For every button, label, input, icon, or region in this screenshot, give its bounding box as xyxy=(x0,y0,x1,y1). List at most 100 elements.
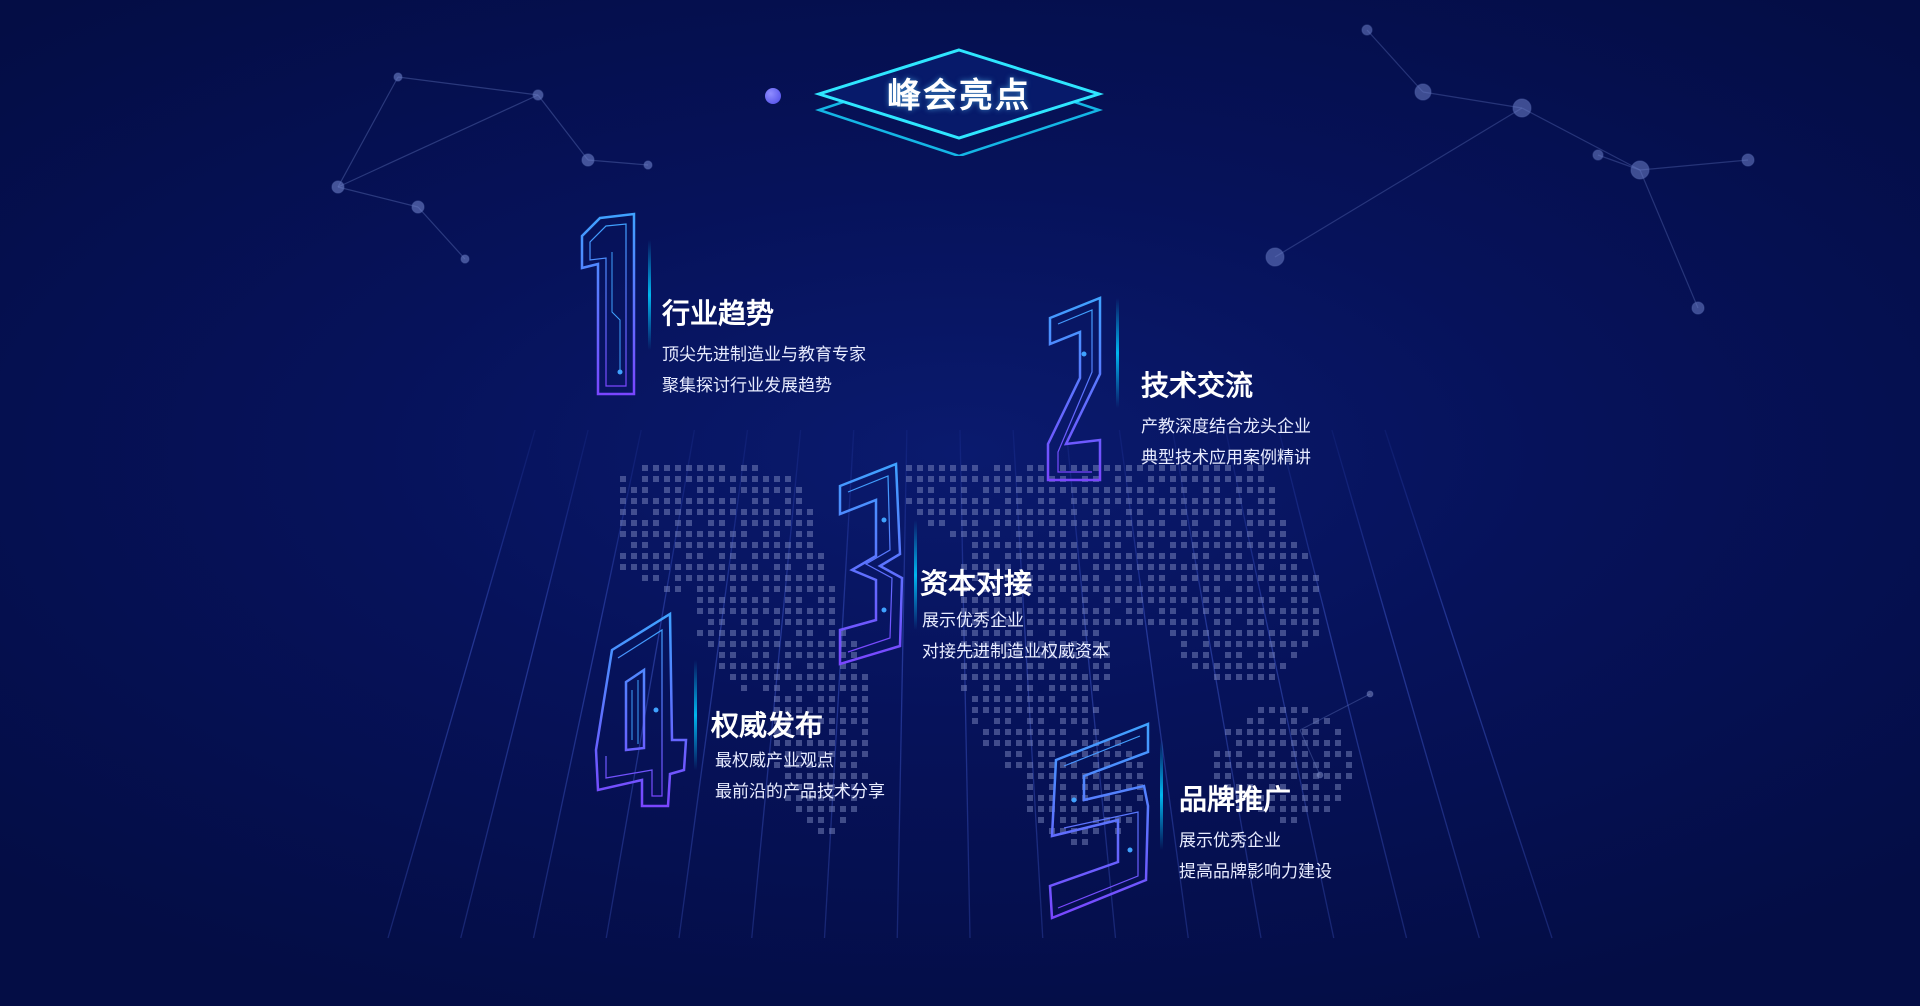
map-dot xyxy=(785,751,791,757)
map-dot xyxy=(1093,707,1099,713)
map-dot xyxy=(818,641,824,647)
map-dot xyxy=(1302,729,1308,735)
map-dot xyxy=(1137,465,1143,471)
map-dot xyxy=(1302,795,1308,801)
map-dot xyxy=(961,586,967,592)
map-dot xyxy=(1060,509,1066,515)
map-dot xyxy=(796,586,802,592)
map-dot xyxy=(1082,531,1088,537)
map-dot xyxy=(1148,597,1154,603)
map-dot xyxy=(1082,575,1088,581)
map-dot xyxy=(719,663,725,669)
map-dot xyxy=(972,509,978,515)
map-dot xyxy=(1082,674,1088,680)
map-dot xyxy=(774,520,780,526)
map-dot xyxy=(1027,685,1033,691)
map-dot xyxy=(1016,498,1022,504)
map-dot xyxy=(1269,553,1275,559)
map-dot xyxy=(1148,586,1154,592)
map-dot xyxy=(1181,542,1187,548)
map-dot xyxy=(994,531,1000,537)
map-dot xyxy=(1049,542,1055,548)
map-dot xyxy=(1159,498,1165,504)
map-dot xyxy=(1335,795,1341,801)
map-dot xyxy=(752,641,758,647)
map-dot xyxy=(1291,707,1297,713)
map-dot xyxy=(961,685,967,691)
map-dot xyxy=(1104,531,1110,537)
map-dot xyxy=(653,575,659,581)
map-dot xyxy=(1005,641,1011,647)
grid-line xyxy=(387,429,536,939)
map-dot xyxy=(1247,762,1253,768)
map-dot xyxy=(1258,465,1264,471)
map-dot xyxy=(807,553,813,559)
map-dot xyxy=(1049,762,1055,768)
map-dot xyxy=(1049,795,1055,801)
map-dot xyxy=(631,564,637,570)
map-dot xyxy=(1038,641,1044,647)
map-dot xyxy=(796,784,802,790)
map-dot xyxy=(1247,729,1253,735)
map-dot xyxy=(664,531,670,537)
header-badge: 峰会亮点 xyxy=(814,46,1104,156)
grid-line xyxy=(460,429,589,939)
map-dot xyxy=(972,608,978,614)
map-dot xyxy=(983,575,989,581)
map-dot xyxy=(1104,762,1110,768)
map-dot xyxy=(1038,553,1044,559)
map-dot xyxy=(1225,773,1231,779)
item-title: 资本对接 xyxy=(920,567,1033,600)
map-dot xyxy=(1060,608,1066,614)
item-desc-line: 最权威产业观点 xyxy=(715,751,834,771)
map-dot xyxy=(840,652,846,658)
grid-line xyxy=(1171,429,1262,939)
map-dot xyxy=(1214,465,1220,471)
map-dot xyxy=(1258,553,1264,559)
map-dot xyxy=(675,498,681,504)
map-dot xyxy=(642,487,648,493)
map-dot xyxy=(1071,575,1077,581)
map-dot xyxy=(807,641,813,647)
map-dot xyxy=(664,487,670,493)
map-dot xyxy=(1214,630,1220,636)
item-desc-line: 产教深度结合龙头企业 xyxy=(1141,417,1311,437)
map-dot xyxy=(983,597,989,603)
diamond-frame-icon xyxy=(814,48,1104,156)
map-dot xyxy=(741,542,747,548)
map-dot xyxy=(1115,740,1121,746)
map-dot xyxy=(1302,641,1308,647)
map-dot xyxy=(1258,520,1264,526)
map-dot xyxy=(862,696,868,702)
map-dot xyxy=(1038,795,1044,801)
map-dot xyxy=(1082,586,1088,592)
map-dot xyxy=(1126,476,1132,482)
map-dot xyxy=(1269,597,1275,603)
map-dot xyxy=(1280,806,1286,812)
map-dot xyxy=(1236,729,1242,735)
map-dot xyxy=(1038,575,1044,581)
map-dot xyxy=(774,729,780,735)
map-dot xyxy=(741,663,747,669)
map-dot xyxy=(1005,619,1011,625)
map-dot xyxy=(1214,487,1220,493)
map-dot xyxy=(1060,619,1066,625)
map-dot xyxy=(796,520,802,526)
map-dot xyxy=(1148,520,1154,526)
map-dot xyxy=(763,674,769,680)
map-dot xyxy=(1027,630,1033,636)
map-dot xyxy=(1236,663,1242,669)
map-dot xyxy=(1170,564,1176,570)
map-dot xyxy=(1170,542,1176,548)
map-dot xyxy=(1280,553,1286,559)
map-dot xyxy=(1115,575,1121,581)
map-dot xyxy=(1170,531,1176,537)
map-dot xyxy=(1027,542,1033,548)
map-dot xyxy=(1005,487,1011,493)
map-dot xyxy=(642,520,648,526)
map-dot xyxy=(1049,696,1055,702)
map-dot xyxy=(653,476,659,482)
map-dot xyxy=(851,784,857,790)
map-dot xyxy=(807,718,813,724)
map-dot xyxy=(774,619,780,625)
